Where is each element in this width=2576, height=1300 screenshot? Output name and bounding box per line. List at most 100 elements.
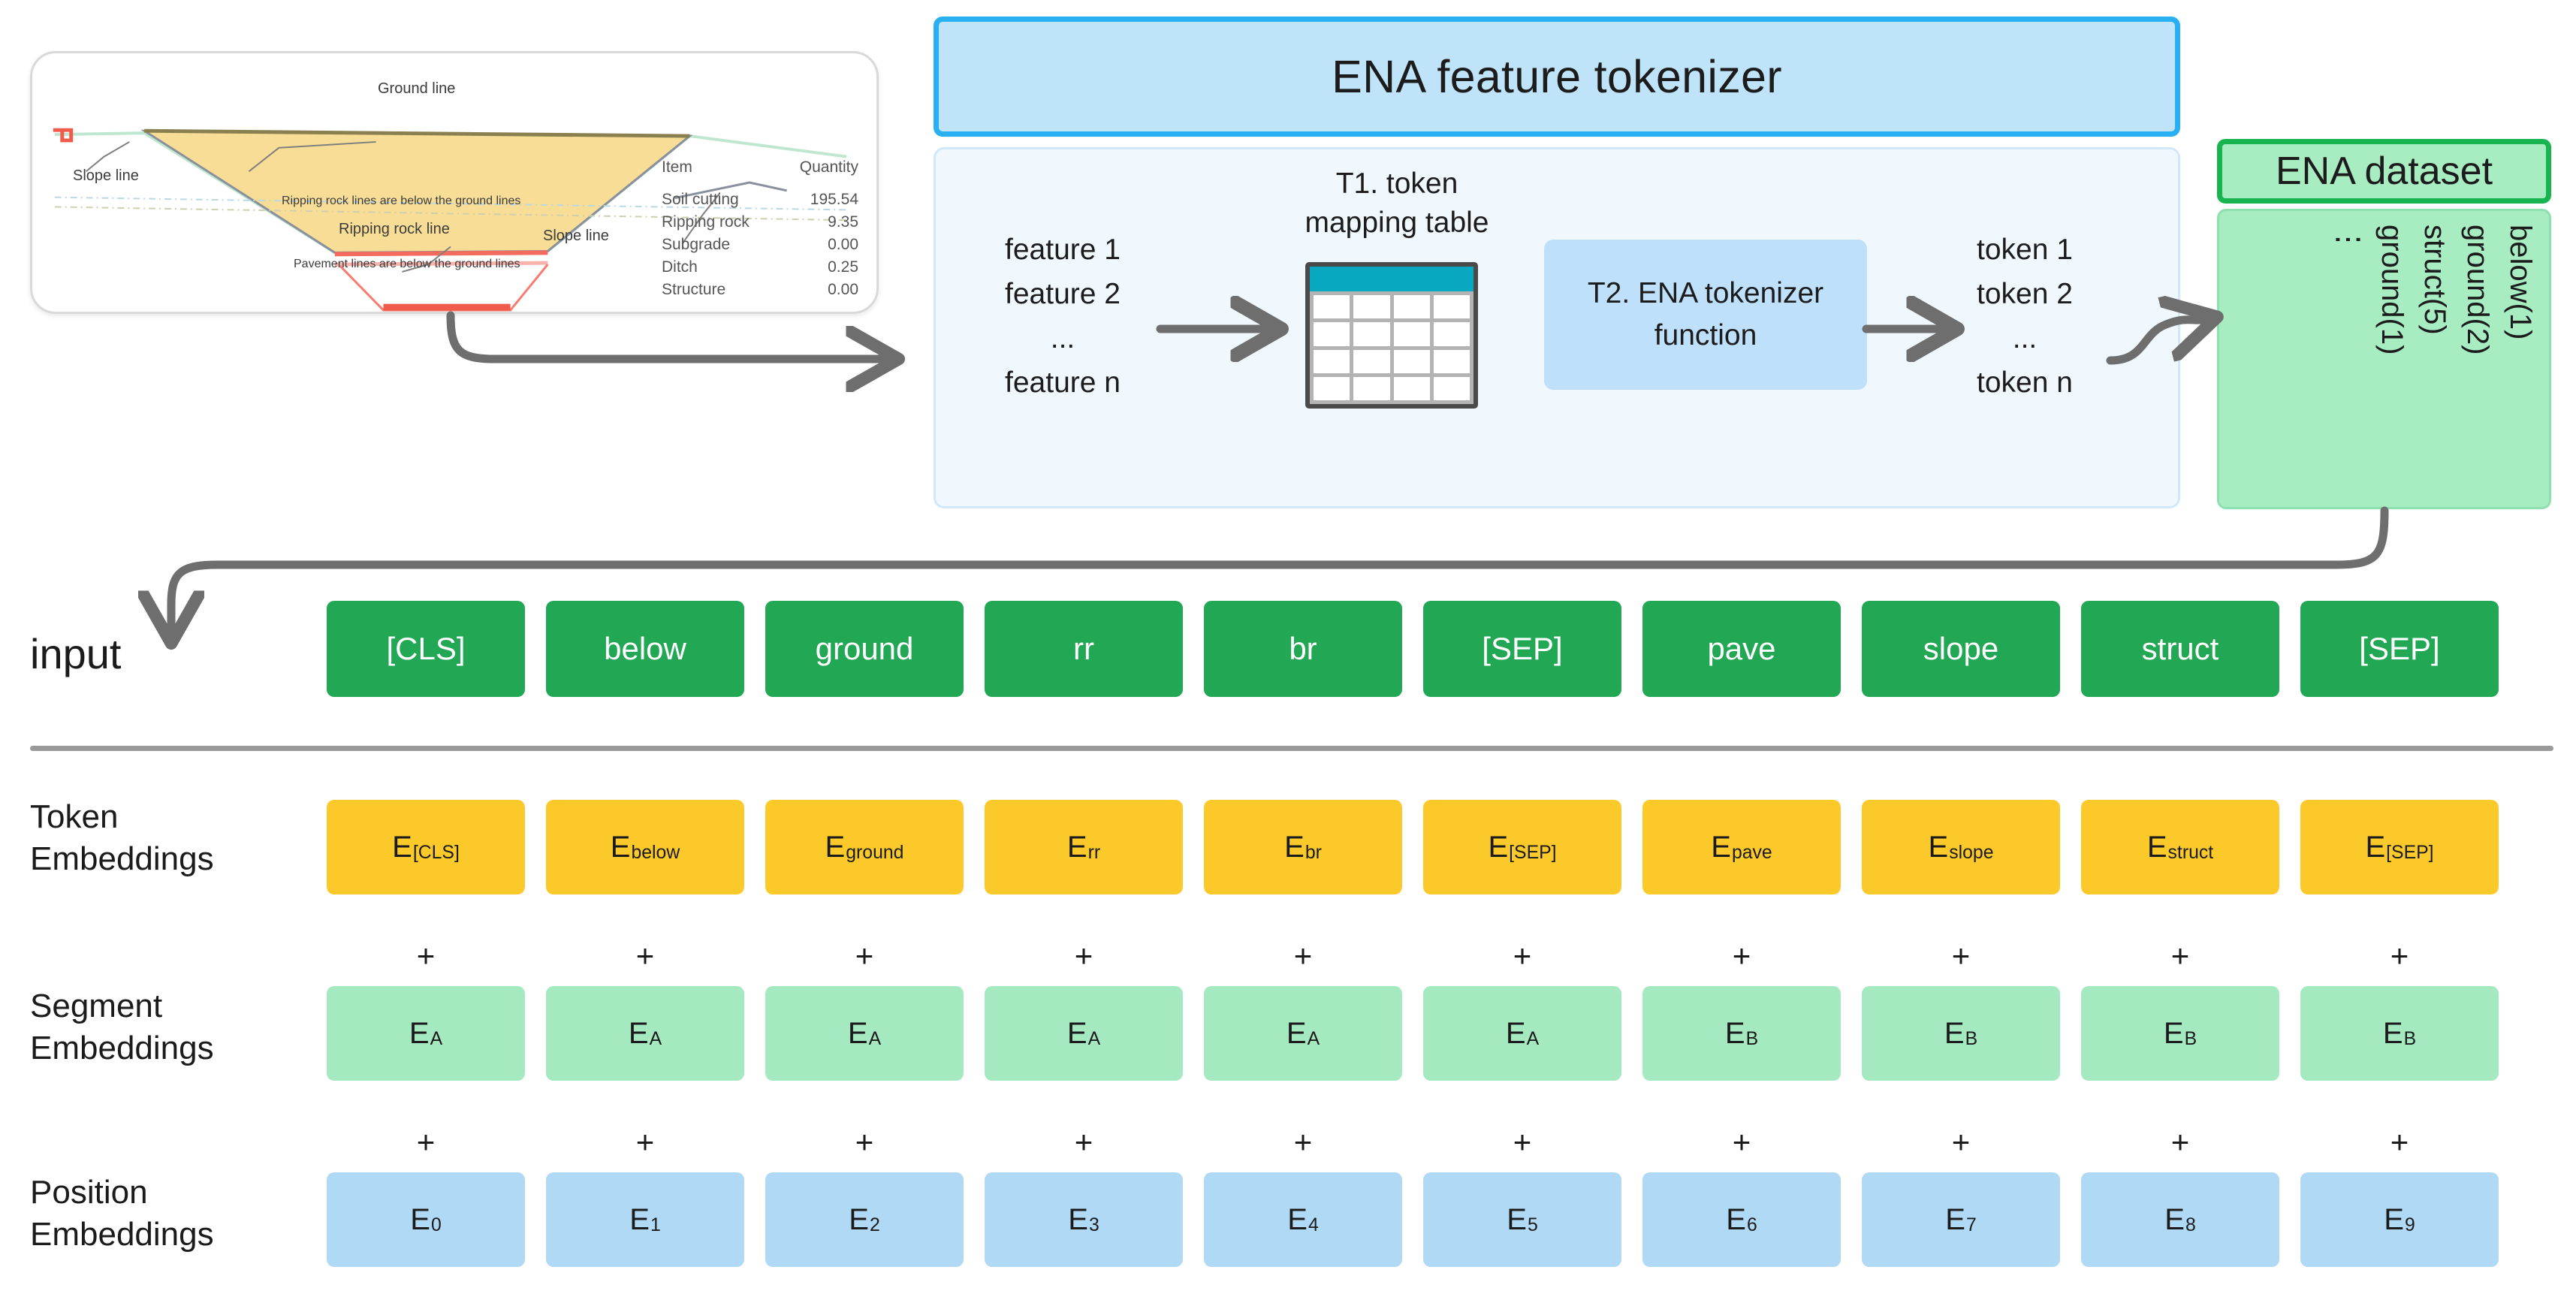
ena-feature-tokenizer-body: feature 1 feature 2 ... feature n T1. to…	[934, 147, 2180, 508]
embedding-base: E	[1286, 1016, 1307, 1050]
input-token-cell[interactable]: ground	[765, 601, 964, 697]
token-embedding-cell[interactable]: E[SEP]	[1423, 800, 1621, 894]
embedding-subscript: [SEP]	[2386, 842, 2434, 863]
dataset-column-ground-2: ground(2)	[2461, 225, 2494, 355]
embedding-base: E	[392, 830, 412, 864]
embedding-base: E	[1287, 1202, 1308, 1236]
embedding-subscript: 1	[650, 1214, 661, 1235]
embedding-subscript: pave	[1731, 842, 1772, 863]
xs-row-item-2: Subgrade	[662, 236, 731, 253]
plus-icon: +	[1513, 938, 1532, 973]
embedding-subscript: slope	[1949, 842, 1994, 863]
embedding-base: E	[1711, 830, 1731, 864]
embedding-base: E	[825, 830, 846, 864]
input-token-cell[interactable]: pave	[1642, 601, 1841, 697]
token-item: token 1	[1977, 234, 2073, 266]
cross-section-drawing	[53, 128, 847, 312]
embedding-base: E	[1284, 830, 1305, 864]
feature-list: feature 1 feature 2 ... feature n	[969, 228, 1157, 405]
xs-row-item-4: Structure	[662, 281, 726, 298]
plus-icon: +	[1074, 938, 1093, 973]
token-embeddings-label: Token Embeddings	[30, 796, 214, 880]
input-token-cell[interactable]: struct	[2081, 601, 2279, 697]
table-header-row	[1310, 267, 1474, 291]
xs-row-qty-4: 0.00	[828, 281, 858, 298]
position-embeddings-label-line-2: Embeddings	[30, 1216, 214, 1253]
ground-line-label: Ground line	[378, 80, 456, 97]
mapping-caption-line-2: mapping table	[1305, 207, 1489, 239]
xs-row-qty-1: 9.35	[828, 213, 858, 231]
input-token-cell[interactable]: slope	[1862, 601, 2060, 697]
plus-icon: +	[1951, 1124, 1971, 1160]
embedding-subscript: [CLS]	[412, 842, 460, 863]
embedding-subscript: A	[868, 1028, 882, 1049]
token-embedding-cell[interactable]: E[SEP]	[2300, 800, 2499, 894]
embedding-base: E	[1726, 1202, 1746, 1236]
token-embeddings-label-line-1: Token	[30, 798, 119, 835]
feature-item: feature n	[1005, 366, 1121, 399]
ena-dataset-body: below(1) ground(2) struct(5) ground(1) ⋮	[2217, 209, 2551, 509]
xs-row-item-3: Ditch	[662, 258, 698, 276]
input-token-cell[interactable]: rr	[985, 601, 1183, 697]
token-item: token n	[1977, 366, 2073, 399]
xs-row-qty-3: 0.25	[828, 258, 858, 276]
input-token-cell[interactable]: [CLS]	[327, 601, 525, 697]
embedding-subscript: 9	[2404, 1214, 2415, 1235]
section-divider	[30, 746, 2553, 751]
input-token-cell[interactable]: [SEP]	[1423, 601, 1621, 697]
plus-icon: +	[2170, 938, 2190, 973]
plus-icon: +	[1951, 938, 1971, 973]
plus-icon: +	[1732, 1124, 1751, 1160]
slope-line-left-label: Slope line	[73, 167, 139, 184]
segment-embeddings-label: Segment Embeddings	[30, 985, 214, 1069]
plus-icon: +	[2390, 938, 2409, 973]
embedding-base: E	[1944, 1016, 1965, 1050]
position-embeddings-label: Position Embeddings	[30, 1172, 214, 1256]
embedding-base: E	[849, 1202, 869, 1236]
input-token-cell[interactable]: [SEP]	[2300, 601, 2499, 697]
ripping-rock-line-label: Ripping rock line	[339, 221, 450, 237]
plus-icon: +	[855, 1124, 874, 1160]
function-box-line-1: T2. ENA tokenizer	[1587, 277, 1824, 309]
embedding-subscript: 2	[869, 1214, 880, 1235]
mapping-caption-line-1: T1. token	[1335, 167, 1458, 200]
input-token-cell[interactable]: br	[1204, 601, 1402, 697]
token-embedding-cell[interactable]: E[CLS]	[327, 800, 525, 894]
embedding-subscript: A	[1087, 1028, 1101, 1049]
input-token-row: [CLS] below ground rr br [SEP] pave slop…	[327, 601, 2499, 697]
xs-table-header-item: Item	[662, 158, 692, 176]
embedding-base: E	[629, 1202, 650, 1236]
table-cells-grid	[1310, 291, 1474, 404]
input-token-cell[interactable]: below	[546, 601, 744, 697]
mapping-table-caption: T1. token mapping table	[1239, 164, 1555, 243]
